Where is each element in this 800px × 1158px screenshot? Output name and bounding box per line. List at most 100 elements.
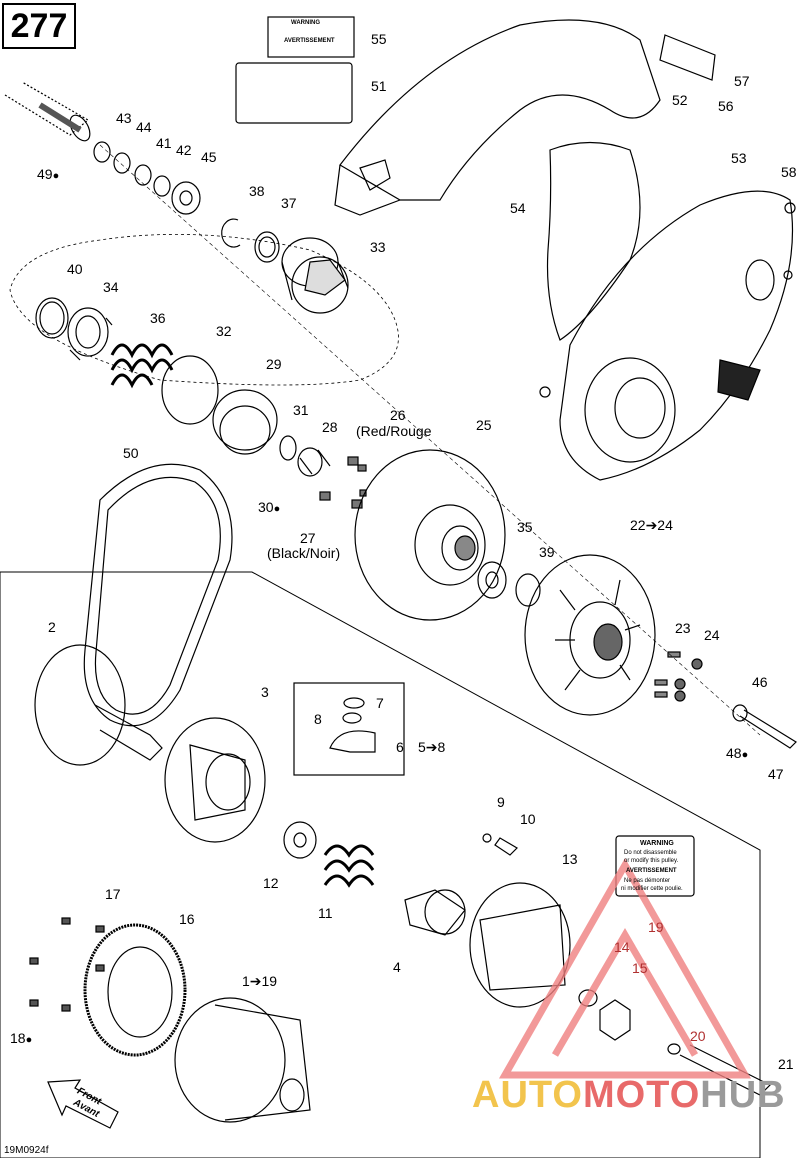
callout-2: 2 [48, 619, 56, 635]
ring-gear-16 [83, 923, 187, 1057]
callout-45: 45 [201, 149, 217, 165]
decal-19-line2: or modify this pulley. [624, 858, 679, 864]
callout-9: 9 [497, 794, 505, 810]
callout-50: 50 [123, 445, 139, 461]
callout-27: 27 [300, 530, 316, 546]
callout-36: 36 [150, 310, 166, 326]
oil-drop-icon: ● [52, 170, 60, 182]
callout-27-color: (Black/Noir) [267, 545, 341, 561]
decal-55 [267, 16, 355, 58]
decal-19 [615, 835, 695, 897]
watermark-text: AUTOMOTOHUB [472, 1074, 786, 1117]
callout-25: 25 [476, 417, 492, 433]
oil-drop-icon: ● [25, 1034, 33, 1046]
decal-51 [235, 62, 353, 124]
housing-53 [559, 190, 794, 481]
bracket-56 [659, 34, 716, 81]
nut-15 [599, 999, 631, 1041]
callout-26: 26 [390, 407, 406, 423]
belt-dashed-outline [9, 234, 399, 386]
washer-14 [578, 989, 598, 1007]
callout-12: 12 [263, 875, 279, 891]
callout-54: 54 [510, 200, 526, 216]
callout-31: 31 [293, 402, 309, 418]
decal-19-line1: Do not disassemble [624, 850, 677, 856]
nuts-24 [674, 658, 703, 702]
callout-38: 38 [249, 183, 265, 199]
callout-53: 53 [731, 150, 747, 166]
driven-pulley-frame [0, 571, 761, 1158]
decal-55-warning: WARNING [291, 20, 320, 26]
cam-33 [281, 237, 349, 314]
bolt-47 [739, 709, 797, 749]
sheave-13 [469, 882, 571, 1008]
callout-40: 40 [67, 261, 83, 277]
parts-5-8-box [293, 682, 405, 776]
callout-10: 10 [520, 811, 536, 827]
bearing-34 [67, 307, 113, 361]
callout-1-19: 1➔19 [242, 973, 278, 989]
callout-32: 32 [216, 323, 232, 339]
callout-16: 16 [179, 911, 195, 927]
callout-57: 57 [734, 73, 750, 89]
callout-58: 58 [781, 164, 797, 180]
callout-19: 19 [648, 919, 664, 935]
callout-33: 33 [370, 239, 386, 255]
bolts-17-18 [29, 917, 105, 1012]
washer-12 [283, 821, 317, 859]
callout-39: 39 [539, 544, 555, 560]
spring-11 [323, 844, 375, 888]
callout-30-number: 30 [258, 499, 274, 515]
callout-18: 18● [10, 1031, 32, 1046]
washer-46 [732, 704, 748, 722]
callout-29: 29 [266, 356, 282, 372]
callout-14: 14 [614, 939, 630, 955]
front-arrow-icon [47, 1079, 119, 1129]
watermark-part-2: MOTO [582, 1074, 701, 1116]
decal-19-line3: Ne pas démonter [624, 878, 671, 884]
callout-3: 3 [261, 684, 269, 700]
callout-43: 43 [116, 110, 132, 126]
callout-22-24: 22➔24 [630, 517, 673, 533]
callout-5-8: 5➔8 [418, 739, 446, 755]
drive-pulley-1-19 [174, 997, 311, 1123]
pulley-25 [354, 449, 506, 621]
washer-45 [171, 181, 201, 215]
callout-41: 41 [156, 135, 172, 151]
decal-19-line4: ni modifier cette poulie. [621, 886, 683, 892]
oil-drop-icon: ● [741, 749, 749, 761]
callout-18-number: 18 [10, 1030, 26, 1046]
spring-36 [110, 343, 174, 389]
ring-41 [134, 164, 152, 186]
callout-48: 48● [726, 746, 748, 761]
ring-37 [254, 231, 280, 263]
callout-24: 24 [704, 627, 720, 643]
callout-42: 42 [176, 142, 192, 158]
callout-34: 34 [103, 279, 119, 295]
callout-21: 21 [778, 1056, 794, 1072]
callout-4: 4 [393, 959, 401, 975]
callout-35: 35 [517, 519, 533, 535]
sheave-2 [34, 644, 163, 766]
guard-52 [334, 19, 661, 216]
drawing-code: 19M0924f [4, 1145, 49, 1156]
cam-4 [404, 889, 466, 936]
bushing-28 [297, 447, 331, 477]
ring-31 [279, 435, 297, 461]
callout-51: 51 [371, 78, 387, 94]
callout-7: 7 [376, 695, 384, 711]
oil-drop-icon: ● [273, 503, 281, 515]
screws-26-27 [319, 456, 367, 509]
sheave-3 [164, 717, 266, 843]
callout-52: 52 [672, 92, 688, 108]
pulley-22-24 [524, 554, 656, 716]
callout-46: 46 [752, 674, 768, 690]
callout-37: 37 [281, 195, 297, 211]
callout-47: 47 [768, 766, 784, 782]
callout-17: 17 [105, 886, 121, 902]
ring-43 [93, 141, 111, 163]
ring-39 [515, 573, 541, 607]
callout-49-number: 49 [37, 166, 53, 182]
sleeve-29 [212, 389, 278, 455]
